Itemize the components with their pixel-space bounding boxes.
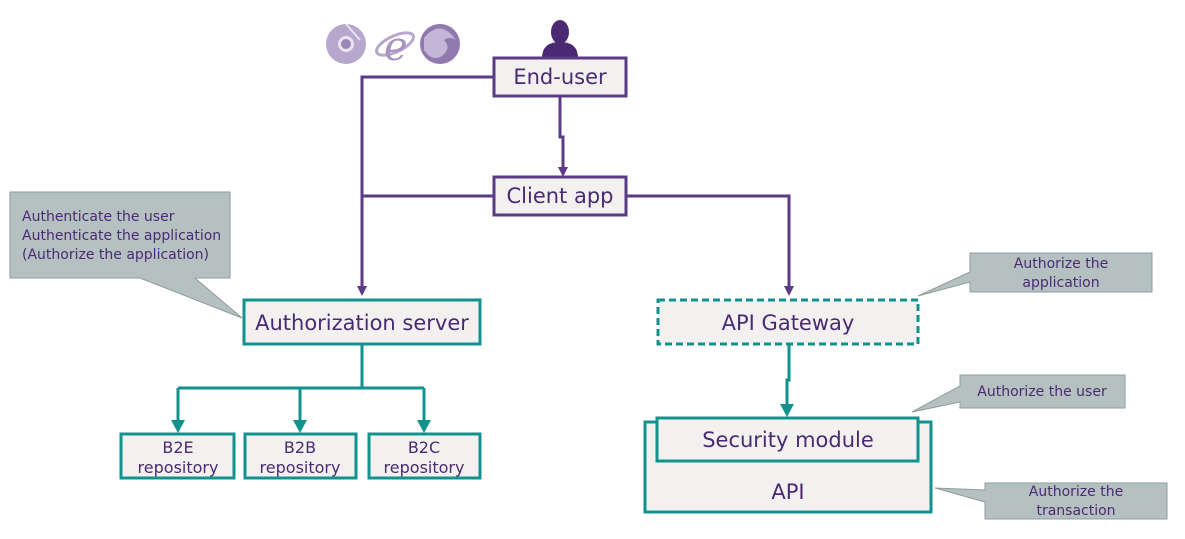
callout-security: Authorize the user: [911, 374, 1126, 413]
api-label: API: [771, 480, 804, 504]
callout-auth-server-line2: Authenticate the application: [22, 228, 221, 244]
b2e-repository-box: B2E repository: [119, 432, 236, 480]
callout-api: Authorize the transaction: [934, 482, 1168, 520]
end-user-box: End-user: [492, 56, 628, 98]
b2b-repository-label-line1: B2B: [284, 438, 316, 457]
firefox-browser-icon: [420, 24, 460, 64]
b2e-repository-label-line2: repository: [138, 458, 219, 477]
user-person-icon: [542, 20, 578, 58]
b2c-repository-label-line2: repository: [384, 458, 465, 477]
b2b-repository-label-line2: repository: [260, 458, 341, 477]
authorization-server-box: Authorization server: [242, 298, 482, 346]
callout-gateway-line2: application: [1022, 275, 1099, 291]
purple-connectors: [357, 75, 794, 296]
callout-gateway: Authorize the application: [917, 252, 1153, 297]
b2b-repository-box: B2B repository: [243, 432, 358, 480]
teal-connectors: [176, 345, 791, 470]
callout-auth-server-line3: (Authorize the application): [22, 247, 209, 263]
client-app-box: Client app: [492, 175, 628, 217]
callout-auth-server: Authenticate the user Authenticate the a…: [9, 191, 243, 319]
b2c-repository-box: B2C repository: [367, 432, 482, 480]
security-module-label: Security module: [702, 428, 874, 452]
security-module-box: Security module: [655, 416, 920, 463]
svg-text:e: e: [384, 24, 408, 70]
callout-api-line2: transaction: [1036, 503, 1115, 519]
chrome-browser-icon: [326, 23, 366, 64]
callout-api-line1: Authorize the: [1029, 484, 1123, 500]
b2c-repository-label-line1: B2C: [408, 438, 440, 457]
callout-gateway-line1: Authorize the: [1014, 256, 1108, 272]
b2e-repository-label-line1: B2E: [162, 438, 193, 457]
ie-browser-icon: e: [375, 24, 415, 70]
api-gateway-box: API Gateway: [656, 298, 920, 346]
client-app-label: Client app: [507, 184, 614, 208]
callout-security-line1: Authorize the user: [977, 384, 1107, 400]
callout-auth-server-line1: Authenticate the user: [22, 209, 175, 225]
authorization-server-label: Authorization server: [255, 311, 469, 335]
api-gateway-label: API Gateway: [722, 311, 855, 335]
end-user-label: End-user: [513, 65, 607, 89]
